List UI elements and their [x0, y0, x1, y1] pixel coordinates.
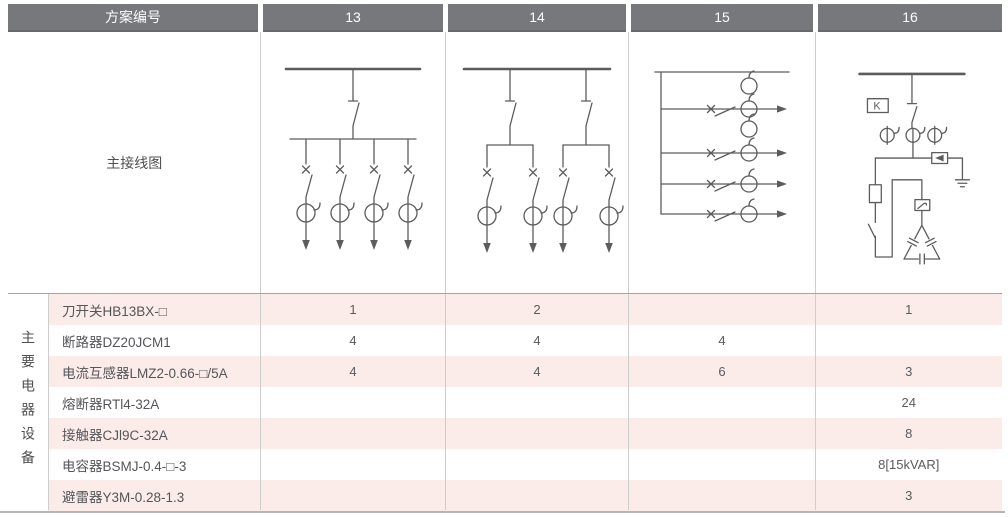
table-row: 刀开关HB13BX-□ 1 2 1	[8, 294, 1002, 325]
equipment-value-cell: 3	[905, 488, 913, 503]
header-cell-scheme-15: 15	[631, 4, 813, 32]
equipment-value-cell	[629, 387, 816, 418]
equipment-value-cell	[261, 387, 446, 418]
table-row: 电流互感器LMZ2-0.66-□/5A 4 4 6 3	[8, 356, 1002, 387]
wiring-diagram-13	[261, 32, 446, 293]
equipment-value-cell	[261, 480, 446, 511]
equipment-value-cell: 2	[533, 302, 541, 317]
equipment-value-cell	[446, 449, 629, 480]
column-divider	[815, 32, 816, 510]
equipment-value-cell: 1	[349, 302, 357, 317]
equipment-name: 熔断器RTl4-32A	[62, 396, 160, 412]
table-header-row: 方案编号 13 14 15 16	[8, 4, 1002, 32]
equipment-value-cell	[629, 449, 816, 480]
header-cell-scheme-13: 13	[263, 4, 443, 32]
equipment-value-cell	[446, 480, 629, 511]
equipment-value-cell	[629, 418, 816, 449]
equipment-value-cell: 4	[349, 333, 357, 348]
header-cell-scheme-label: 方案编号	[8, 4, 258, 32]
equipment-name: 接触器CJl9C-32A	[62, 427, 168, 443]
table-row: 避雷器Y3M-0.28-1.3 3	[8, 480, 1002, 511]
wiring-diagram-15	[629, 32, 816, 293]
main-wiring-diagram-row: 主接线图	[8, 32, 1002, 293]
table-row: 接触器CJl9C-32A 8	[8, 418, 1002, 449]
equipment-list: 刀开关HB13BX-□ 1 2 1 断路器DZ20JCM1 4 4 4 电流互感…	[8, 294, 1002, 511]
equipment-name: 电容器BSMJ-0.4-□-3	[62, 458, 187, 474]
equipment-value-cell: 6	[718, 364, 726, 379]
equipment-value-cell: 1	[905, 302, 913, 317]
table-row: 熔断器RTl4-32A 24	[8, 387, 1002, 418]
equipment-value-cell: 8[15kVAR]	[878, 457, 940, 472]
column-divider	[445, 32, 446, 510]
main-diagram-label: 主接线图	[106, 154, 163, 171]
equipment-name: 刀开关HB13BX-□	[62, 303, 167, 319]
table-row: 断路器DZ20JCM1 4 4 4	[8, 325, 1002, 356]
equipment-value-cell: 3	[905, 364, 913, 379]
equipment-value-cell	[261, 449, 446, 480]
equipment-group-label: 主要电器设备	[20, 330, 36, 474]
equipment-value-cell: 8	[905, 426, 913, 441]
column-divider	[260, 32, 261, 510]
wiring-diagram-16: K	[816, 32, 1003, 293]
k-switch-label: K	[873, 100, 881, 112]
equipment-value-cell	[816, 325, 1003, 356]
equipment-value-cell: 4	[349, 364, 357, 379]
column-divider	[628, 32, 629, 510]
table-row: 电容器BSMJ-0.4-□-3 8[15kVAR]	[8, 449, 1002, 480]
equipment-value-cell	[629, 294, 816, 325]
equipment-value-cell	[446, 387, 629, 418]
table-bottom-border	[0, 511, 1005, 513]
equipment-value-cell: 24	[901, 395, 916, 410]
equipment-value-cell	[261, 418, 446, 449]
equipment-name: 电流互感器LMZ2-0.66-□/5A	[62, 365, 228, 381]
equipment-value-cell	[629, 480, 816, 511]
equipment-name: 避雷器Y3M-0.28-1.3	[62, 489, 185, 505]
header-cell-scheme-16: 16	[818, 4, 1002, 32]
equipment-value-cell: 4	[533, 364, 541, 379]
equipment-value-cell	[446, 418, 629, 449]
header-cell-scheme-14: 14	[448, 4, 626, 32]
section-divider	[8, 293, 1002, 294]
equipment-name: 断路器DZ20JCM1	[62, 334, 171, 350]
equipment-value-cell: 4	[718, 333, 726, 348]
column-divider	[48, 294, 49, 510]
wiring-diagram-14	[446, 32, 629, 293]
equipment-value-cell: 4	[533, 333, 541, 348]
